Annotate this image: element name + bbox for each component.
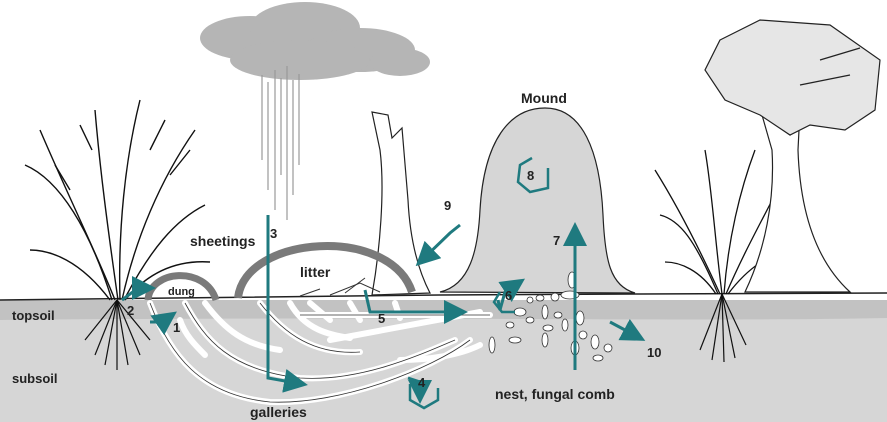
number-4: 4 [418, 375, 426, 390]
number-1: 1 [173, 320, 180, 335]
tree [705, 20, 880, 292]
ground-line [0, 293, 887, 300]
termite-mound [440, 108, 635, 293]
rain-lines [262, 66, 299, 220]
number-6: 6 [505, 288, 512, 303]
number-7: 7 [553, 233, 560, 248]
label-nest: nest, fungal comb [495, 386, 615, 402]
rain-cloud [200, 2, 430, 80]
label-galleries: galleries [250, 404, 307, 420]
litter-twigs [300, 278, 380, 296]
number-3: 3 [270, 226, 277, 241]
label-subsoil: subsoil [12, 371, 58, 386]
number-5: 5 [378, 311, 385, 326]
label-topsoil: topsoil [12, 308, 55, 323]
number-10: 10 [647, 345, 661, 360]
arrow-9 [420, 225, 460, 262]
number-8: 8 [527, 168, 534, 183]
number-2: 2 [127, 303, 134, 318]
grass-tuft-left [25, 100, 210, 300]
label-litter: litter [300, 264, 331, 280]
label-sheetings: sheetings [190, 233, 256, 249]
label-dung: dung [168, 286, 195, 298]
label-mound: Mound [521, 90, 567, 106]
number-9: 9 [444, 198, 451, 213]
